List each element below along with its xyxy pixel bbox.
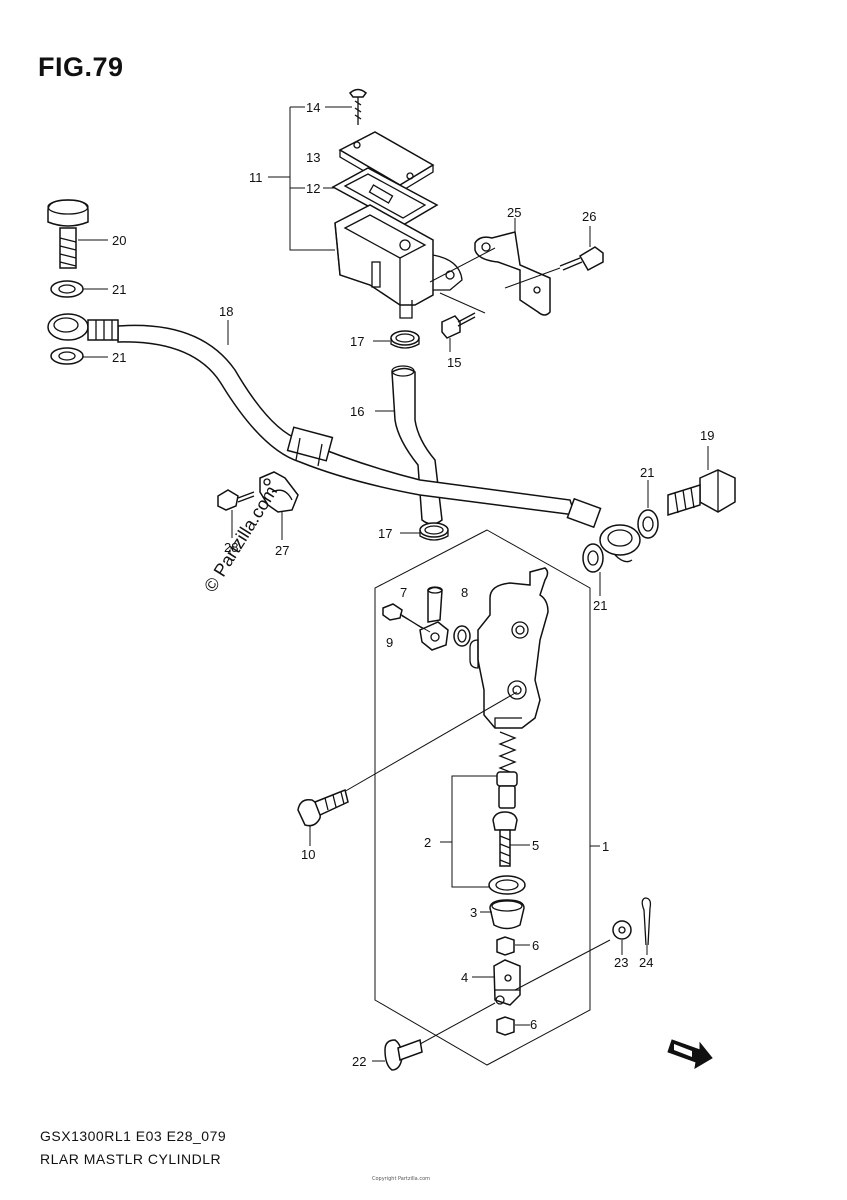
bolt-part [439,292,486,352]
figure-title: FIG.79 [38,52,124,82]
callout-label: 9 [386,635,393,650]
callout-label: 21 [640,465,654,480]
washer-part [612,920,632,955]
callout-label: 18 [219,304,233,319]
hose-fitting-part [419,586,449,651]
master-cylinder-body [329,567,549,801]
callout-label: 11 [249,170,263,185]
callout-label: 28 [224,540,238,555]
bracket-part [429,218,551,316]
callout-label: 21 [593,598,607,613]
callout-label: 16 [350,404,364,419]
callout-label: 24 [639,955,653,970]
callout-label: 6 [530,1017,537,1032]
callout-label: 17 [378,526,392,541]
callout-label: 15 [447,355,461,370]
cotter-pin-part [641,897,652,955]
callout-label: 14 [306,100,320,115]
banjo-bolt-part [667,446,736,517]
callout-label: 10 [301,847,315,862]
callout-label: 27 [275,543,289,558]
banjo-bolt-part [47,199,108,269]
callout-label: 21 [112,350,126,365]
clevis-pin-part [372,1038,423,1071]
callout-label: 19 [700,428,714,443]
callout-label: 2 [424,835,431,850]
callout-label: 7 [400,585,407,600]
nut-part [496,936,530,1036]
bolt-part [297,788,349,846]
callout-label: 25 [507,205,521,220]
boot-part [480,899,525,930]
hose-clamp-part [259,471,299,540]
callout-label: 1 [602,839,609,854]
push-rod-part [492,811,530,867]
washer-part [50,280,659,596]
callout-label: 20 [112,233,126,248]
forward-arrow-icon [667,1039,713,1069]
rod-joint-part [399,939,611,1056]
fine-print: Copyright Partzilla.com [372,1176,431,1182]
hose-part [375,365,443,525]
callout-label: 3 [470,905,477,920]
callout-label: 17 [350,334,364,349]
callout-label: 12 [306,181,320,196]
callout-label: 26 [582,209,596,224]
reservoir-assembly [268,88,463,319]
o-ring-part [453,625,471,647]
callout-label: 23 [614,955,628,970]
model-code: GSX1300RL1 E03 E28_079 [40,1128,227,1144]
clamp-part [400,522,449,541]
callout-label: 5 [532,838,539,853]
screw-part [382,603,431,633]
callout-label: 22 [352,1054,366,1069]
callout-label: 13 [306,150,320,165]
callout-label: 4 [461,970,468,985]
clamp-part [373,330,420,349]
section-name: RLAR MASTLR CYLINDLR [40,1151,222,1167]
callout-label: 21 [112,282,126,297]
bolt-part [504,226,604,289]
assembly-outline [374,529,591,1066]
brake-hose-part [47,313,641,563]
callout-label: 6 [532,938,539,953]
callout-label: 8 [461,585,468,600]
bolt-part [217,489,255,538]
piston-set-part [440,731,526,895]
